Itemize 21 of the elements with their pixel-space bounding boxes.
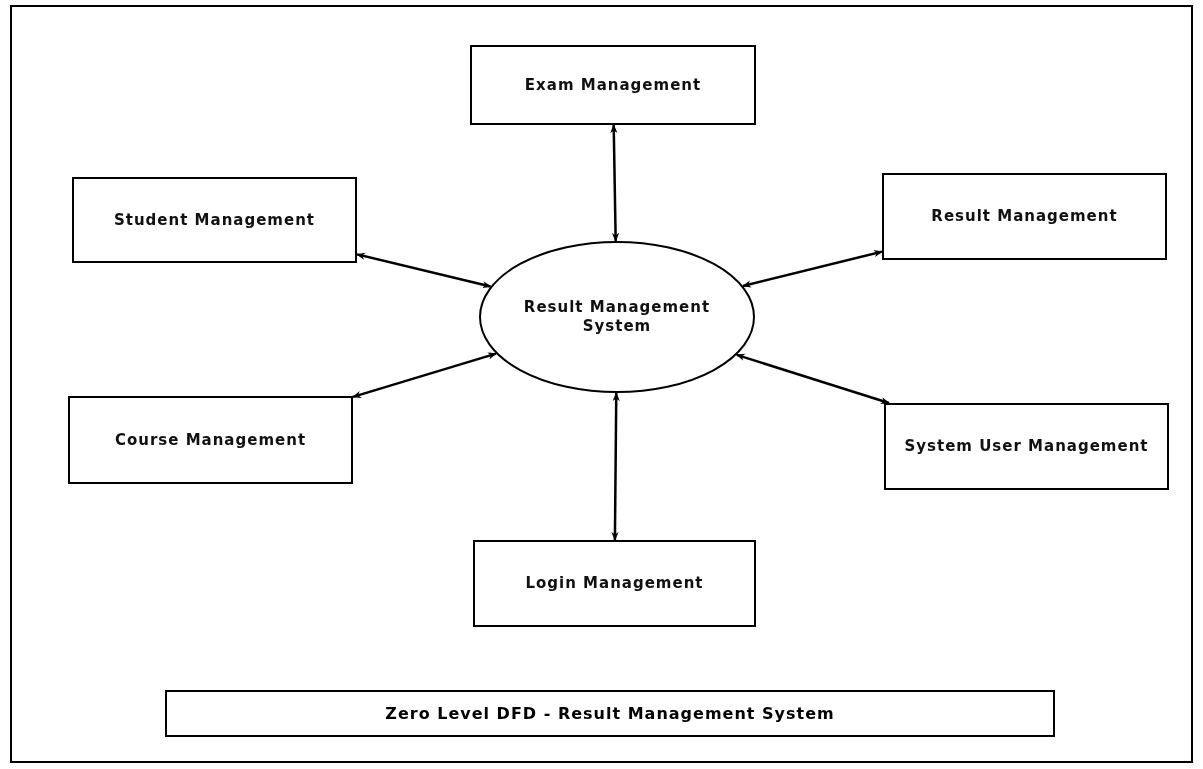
arrow <box>356 252 492 289</box>
entity-box <box>882 173 1167 260</box>
arrow <box>611 392 620 541</box>
entity-box <box>68 396 353 484</box>
arrow <box>735 353 890 405</box>
arrow <box>352 352 497 399</box>
entity-box <box>470 45 756 125</box>
diagram-title: Zero Level DFD - Result Management System <box>385 704 835 723</box>
node-label: System User Management <box>904 437 1149 456</box>
entity-box <box>884 403 1169 490</box>
node-label: Student Management <box>113 210 315 230</box>
node-label: Result Management System <box>522 298 712 336</box>
arrow <box>610 124 620 242</box>
entity-box <box>473 540 756 627</box>
arrow <box>742 250 883 288</box>
node-label: Result Management <box>931 207 1118 226</box>
entity-box <box>72 177 357 263</box>
process-circle <box>479 241 755 393</box>
node-label: Course Management <box>114 430 307 450</box>
node-label: Login Management <box>525 574 704 593</box>
node-label: Exam Management <box>524 75 702 95</box>
